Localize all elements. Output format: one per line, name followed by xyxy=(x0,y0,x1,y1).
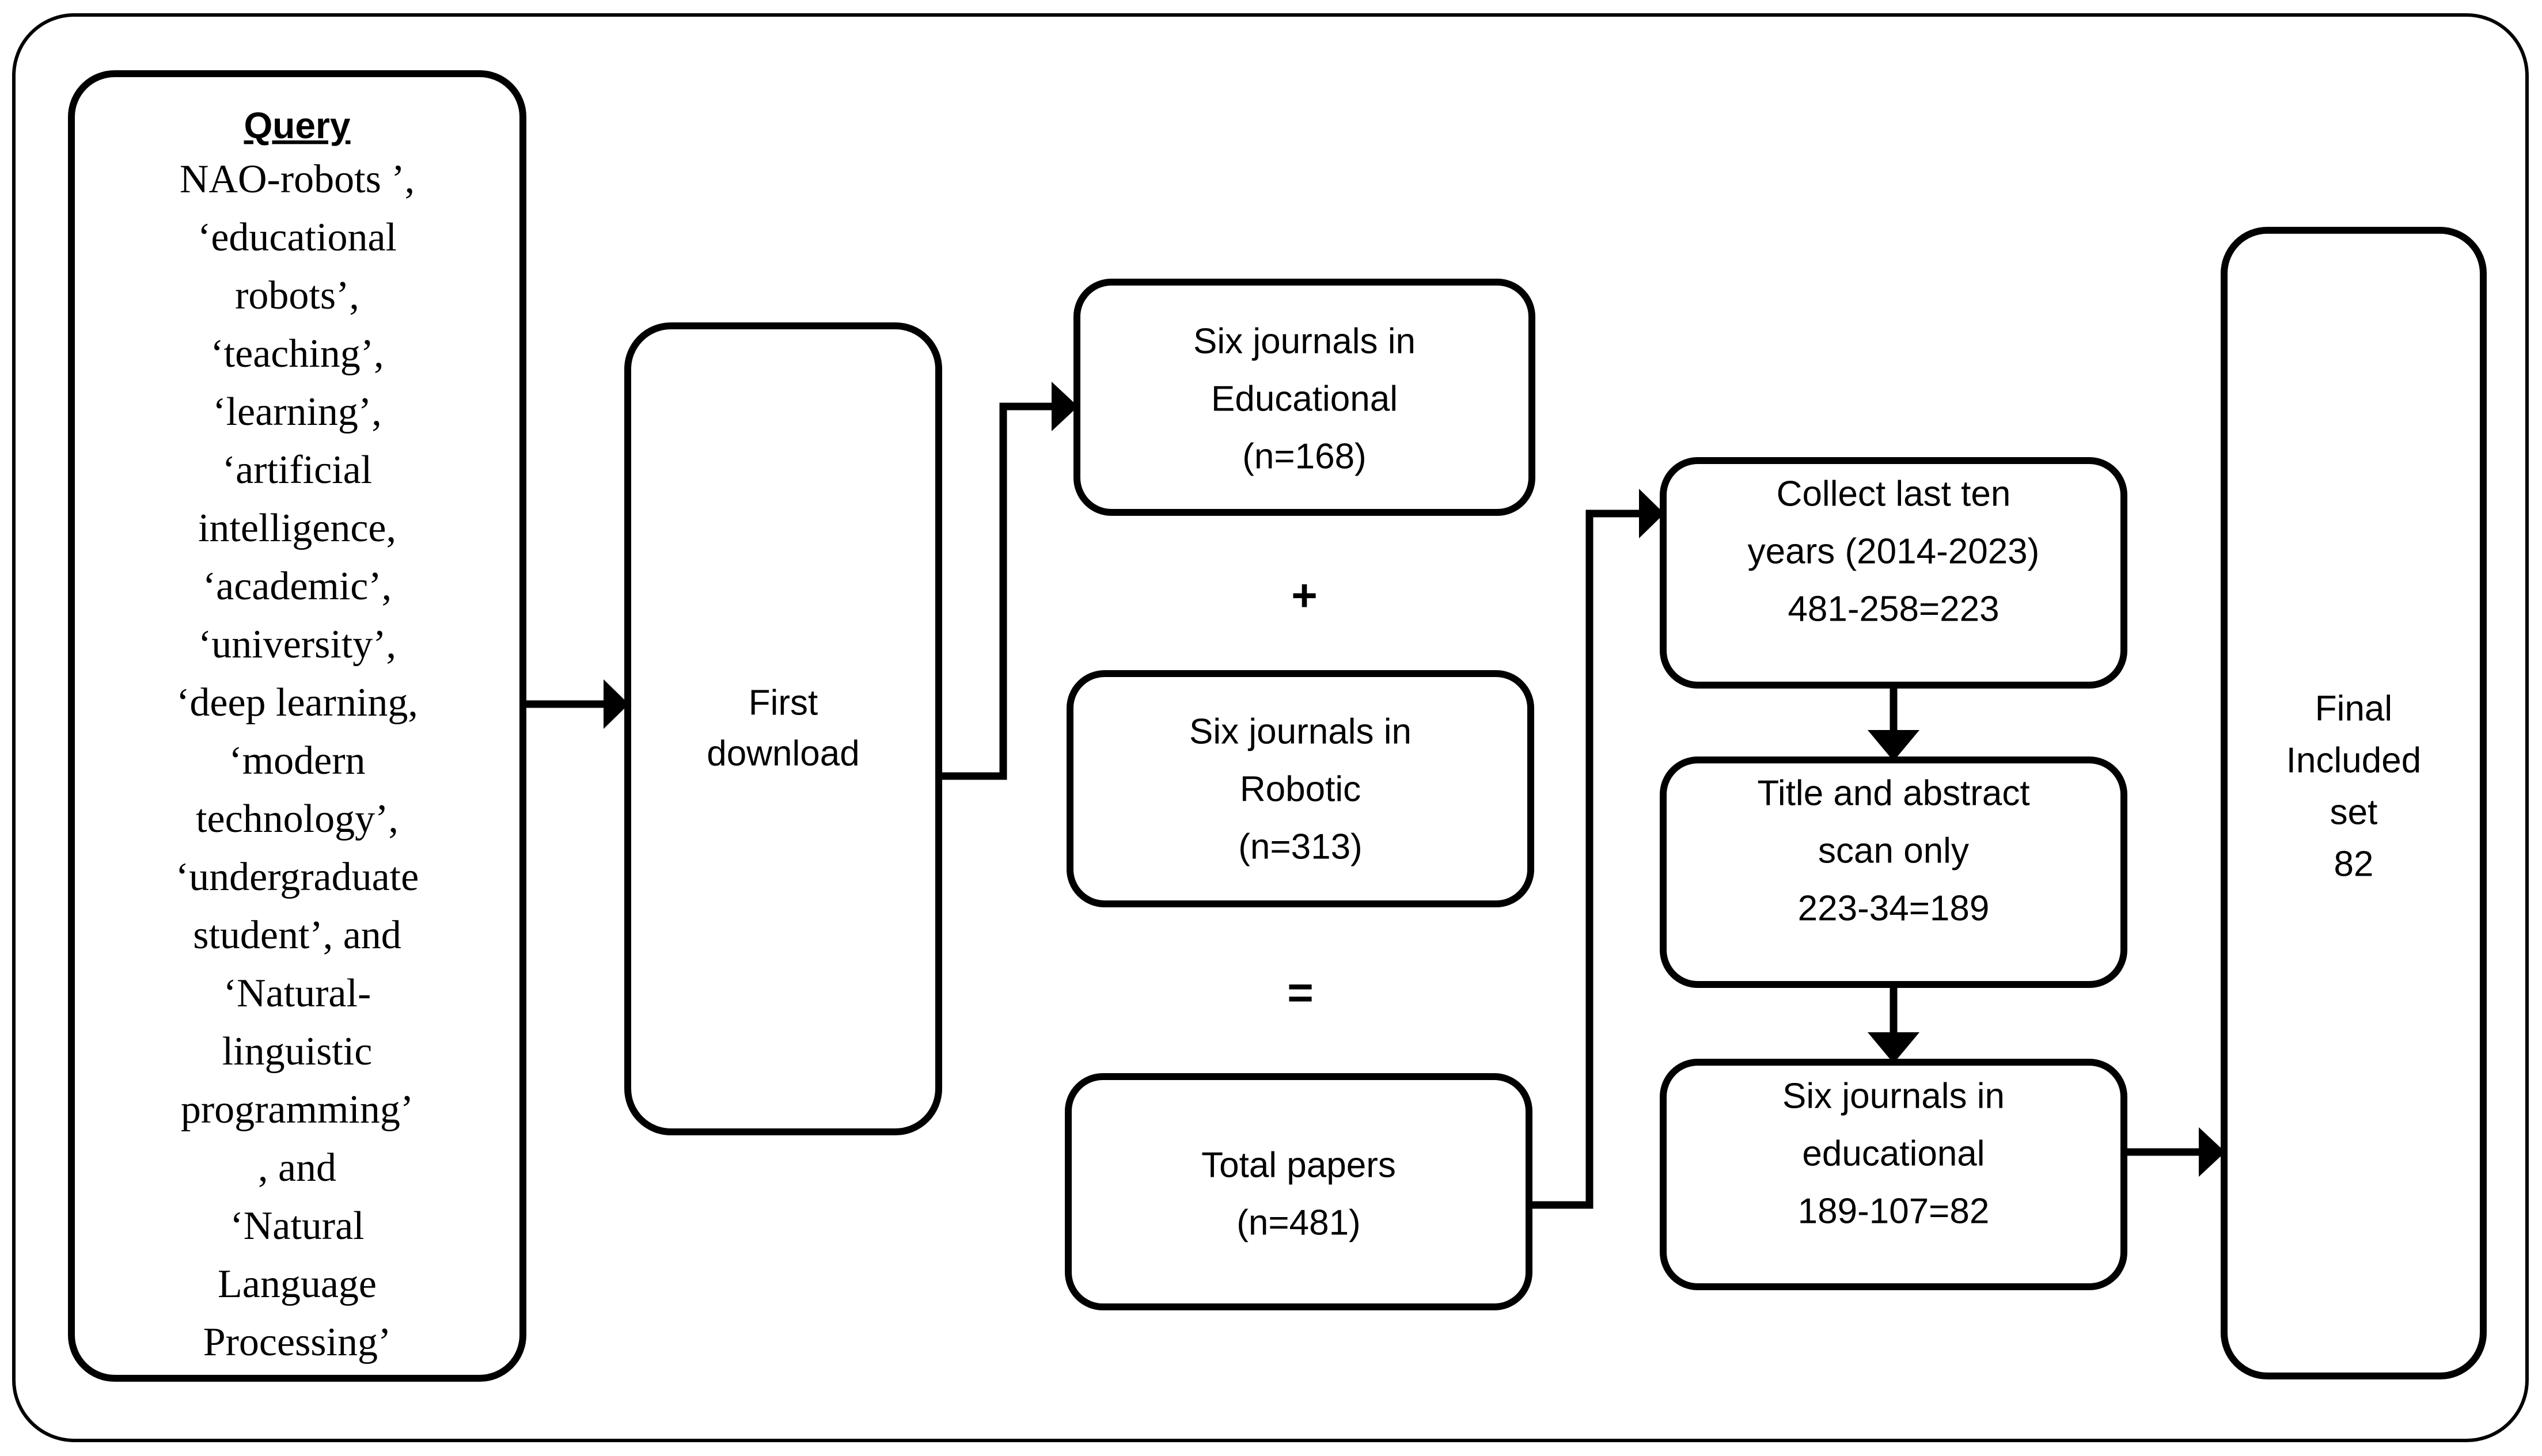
arrowhead-to-final-included xyxy=(2199,1127,2225,1177)
total-papers-label: Total papers xyxy=(1201,1145,1396,1185)
final-included-label: Final xyxy=(2315,689,2392,728)
query-line: Processing’ xyxy=(203,1320,392,1364)
query-line: ‘Natural xyxy=(230,1204,364,1248)
query-box xyxy=(68,70,526,1382)
arrowhead-to-collect-years xyxy=(1639,489,1664,538)
collect-years-label: years (2014-2023) xyxy=(1748,531,2040,571)
query-line: robots’, xyxy=(235,273,359,318)
total-papers-box xyxy=(1065,1073,1532,1310)
plus-operator: + xyxy=(1291,570,1318,621)
journals-robotic-box xyxy=(1067,670,1534,907)
total-papers-label: (n=481) xyxy=(1236,1203,1360,1242)
query-line: ‘undergraduate xyxy=(176,855,419,899)
journals-robotic-label: Six journals in xyxy=(1189,712,1412,751)
equals-operator: = xyxy=(1287,967,1314,1018)
arrowhead-to-six-journals-final xyxy=(1868,1032,1919,1063)
connector-total-papers-to-collect-years xyxy=(1529,510,1640,1209)
collect-years-label: Collect last ten xyxy=(1777,474,2011,514)
query-line: , and xyxy=(258,1146,336,1190)
arrowhead-to-title-abstract xyxy=(1868,730,1919,761)
six-journals-educational-final-label: Six journals in xyxy=(1782,1076,2005,1116)
final-included-box xyxy=(2221,227,2487,1379)
query-line: ‘academic’, xyxy=(203,564,392,609)
arrowhead-query-to-first-download xyxy=(604,679,629,729)
first-download-label: download xyxy=(707,733,859,773)
query-line: ‘artificial xyxy=(222,448,372,492)
query-line: ‘university’, xyxy=(198,622,396,667)
final-included-label: Included xyxy=(2286,740,2421,780)
collect-years-label: 481-258=223 xyxy=(1788,589,1999,629)
journals-robotic-label: (n=313) xyxy=(1238,827,1362,866)
query-line: programming’ xyxy=(181,1088,413,1132)
query-line: ‘deep learning, xyxy=(176,681,418,725)
first-download-label: First xyxy=(749,683,818,723)
query-line: NAO-robots ’, xyxy=(180,157,415,202)
final-included-label: set xyxy=(2330,792,2378,832)
journals-educational-box xyxy=(1073,279,1535,516)
outer-frame xyxy=(12,13,2529,1442)
journals-educational-label: (n=168) xyxy=(1242,436,1366,476)
journals-educational-label: Six journals in xyxy=(1193,321,1416,361)
query-line: ‘Natural- xyxy=(223,971,371,1016)
six-journals-educational-final-label: educational xyxy=(1802,1134,1985,1173)
query-line: ‘modern xyxy=(229,739,365,783)
query-line: ‘teaching’, xyxy=(210,332,384,376)
query-line: Language xyxy=(218,1262,377,1306)
title-abstract-label: Title and abstract xyxy=(1757,773,2029,813)
query-line: linguistic xyxy=(222,1029,373,1074)
final-included-label: 82 xyxy=(2334,844,2374,884)
title-abstract-label: scan only xyxy=(1818,831,1969,870)
journals-robotic-label: Robotic xyxy=(1240,769,1361,809)
first-download-box xyxy=(624,322,942,1135)
title-abstract-label: 223-34=189 xyxy=(1798,888,1990,928)
query-line: technology’, xyxy=(196,797,399,841)
query-title: Query xyxy=(244,105,351,146)
query-line: ‘learning’, xyxy=(213,390,381,434)
six-journals-educational-final-label: 189-107=82 xyxy=(1798,1191,1990,1231)
query-line: ‘educational xyxy=(198,215,397,260)
arrowhead-to-journals-educational xyxy=(1052,382,1078,431)
journals-educational-label: Educational xyxy=(1211,379,1398,419)
query-line: intelligence, xyxy=(198,506,396,550)
connector-first-download-to-educational xyxy=(939,402,1053,780)
query-line: student’, and xyxy=(193,913,401,957)
